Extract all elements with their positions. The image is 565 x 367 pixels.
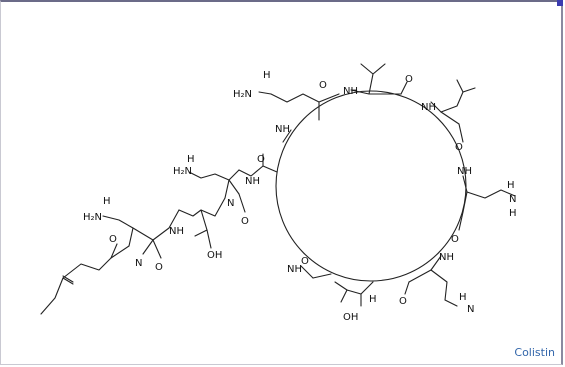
atom-h2n-left: H₂N <box>83 212 102 223</box>
figure-caption: Colistin <box>514 346 555 359</box>
atom-o-mid: O <box>241 216 249 227</box>
atom-oh-mid: OH <box>207 250 222 261</box>
macrocycle-ring <box>275 90 467 282</box>
atom-labels: H₂N H O NH O NH O NH H N H O NH H N O H … <box>83 70 517 323</box>
atom-o-right: O <box>455 142 463 153</box>
atom-o-left-amide: O <box>155 262 163 273</box>
atom-n-left-amide: N <box>135 258 142 269</box>
atom-nh-upper-left: NH <box>275 124 290 135</box>
atom-h2n-mid: H₂N <box>173 166 192 177</box>
atom-n-right: NH <box>457 166 472 177</box>
atom-nh-left: NH <box>245 176 260 187</box>
atom-h-mid: H <box>187 154 195 165</box>
atom-n-right-amine: N <box>509 194 516 205</box>
atom-o-lower-right: O <box>451 234 459 245</box>
atom-h-right: H <box>507 180 515 191</box>
atom-h-bottom: H <box>369 294 377 305</box>
atom-h2n-top: H₂N <box>233 89 252 100</box>
atom-n-mid: N <box>227 198 234 209</box>
atom-n-lower-right: N <box>467 304 474 315</box>
atom-h-top: H <box>263 70 271 81</box>
atom-o-top: O <box>319 80 327 91</box>
atom-oh-bottom: OH <box>343 312 358 323</box>
atom-o-top-right: O <box>405 74 413 85</box>
atom-o-bottom-left: O <box>301 256 309 267</box>
atom-h2n-lower-right: H <box>459 292 467 303</box>
atom-nh-lower-right: NH <box>439 252 454 263</box>
corner-mark <box>557 0 563 6</box>
atom-n-top: NH <box>343 86 358 97</box>
atom-o-acyl: O <box>109 234 117 245</box>
atom-h-right-2: H <box>509 208 517 219</box>
atom-n-upper-right: NH <box>421 102 436 113</box>
atom-nh-mid-left: NH <box>169 226 184 237</box>
atom-h-left: H <box>103 196 111 207</box>
atom-n-bottom-left: NH <box>287 264 302 275</box>
atom-o-left: O <box>257 154 265 165</box>
atom-o-bottom: O <box>399 296 407 307</box>
